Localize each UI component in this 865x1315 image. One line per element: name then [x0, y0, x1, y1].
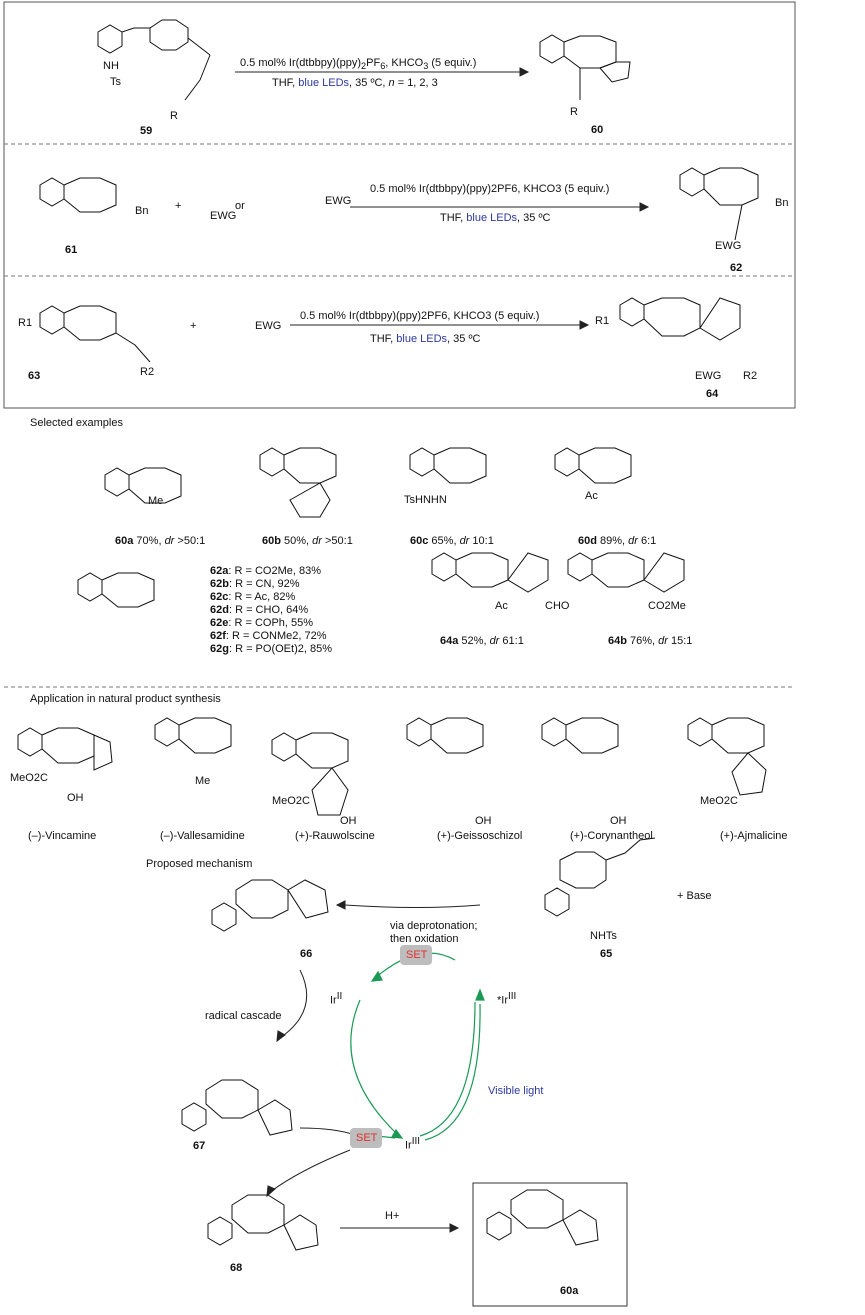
scheme2-conditions: THF, blue LEDs, 35 ºC [440, 212, 551, 224]
natural-heading: Application in natural product synthesis [30, 693, 221, 705]
tshnhn-60c: TsHNHN [404, 494, 447, 506]
oh-vincamine: OH [67, 792, 84, 804]
compound-61-label: 61 [65, 244, 78, 256]
set-label-2: SET [356, 1132, 378, 1144]
list-item: 62b: R = CN, 92% [210, 578, 300, 590]
ac-64a: Ac [495, 600, 508, 612]
np-vincamine: (–)-Vincamine [28, 830, 97, 842]
bn-62: Bn [775, 197, 789, 209]
example-60c: 60c 65%, dr 10:1 [410, 535, 494, 547]
product-60a-box [472, 1182, 628, 1307]
scheme1-conditions: THF, blue LEDs, 35 ºC, n = 1, 2, 3 [272, 77, 438, 89]
np-vallesamidine: (–)-Vallesamidine [160, 830, 245, 842]
r2-64: R2 [743, 370, 758, 382]
nhts-65: NHTs [590, 930, 617, 942]
reaction-box [3, 1, 796, 409]
scheme1-reagents: 0.5 mol% Ir(dtbbpy)(ppy)2PF6, KHCO3 (5 e… [240, 57, 477, 72]
ewg-62: EWG [715, 240, 742, 252]
label-68: 68 [230, 1262, 243, 1274]
ir-iii-excited: *IrIII [497, 991, 517, 1007]
bn-61: Bn [135, 205, 149, 217]
compound-60-label: 60 [591, 124, 604, 136]
label-67: 67 [193, 1140, 206, 1152]
plus-sign-3: + [190, 320, 197, 332]
meo2c-rauwolscine: MeO2C [272, 795, 310, 807]
via-line2: then oxidation [390, 933, 459, 945]
list-62: 62a: R = CO2Me, 83% 62b: R = CN, 92% 62c… [210, 565, 332, 656]
me-vallesamidine: Me [195, 775, 211, 787]
np-corynantheol: (+)-Corynantheol [570, 830, 653, 842]
co2me-64b: CO2Me [648, 600, 686, 612]
r-label: R [170, 110, 178, 122]
set-badge-2 [350, 1128, 382, 1148]
compound-62-label: 62 [730, 262, 743, 274]
list-item: 62f: R = CONMe2, 72% [210, 630, 327, 642]
compound-63-label: 63 [28, 370, 41, 382]
ir-ii: IrII [330, 991, 343, 1007]
ac-60d: Ac [585, 490, 598, 502]
plus-sign: + [175, 200, 182, 212]
mechanism-arrows [266, 900, 481, 1233]
selected-heading: Selected examples [30, 417, 123, 429]
r2-63: R2 [140, 366, 155, 378]
r1-64: R1 [595, 315, 610, 327]
r1-63: R1 [18, 317, 33, 329]
example-64b: 64b 76%, dr 15:1 [608, 635, 693, 647]
compound-64-label: 64 [706, 388, 719, 400]
oh-rauwolscine: OH [340, 815, 357, 827]
h-plus: H+ [385, 1210, 400, 1222]
cho-64a: CHO [545, 600, 570, 612]
example-60d: 60d 89%, dr 6:1 [578, 535, 657, 547]
label-60a-boxed: 60a [560, 1285, 579, 1297]
ir-iii: IrIII [405, 1136, 421, 1152]
nh-label: NH [103, 60, 119, 72]
compound-59-label: 59 [140, 125, 153, 137]
meo2c-vincamine: MeO2C [10, 772, 48, 784]
ewg-alkyne: EWG [325, 195, 352, 207]
radical-cascade: radical cascade [205, 1010, 282, 1022]
catalytic-cycle [349, 952, 485, 1141]
reaction-arrows [235, 67, 650, 330]
via-line1: via deprotonation; [390, 920, 478, 932]
oh-geissoschizol: OH [475, 815, 492, 827]
example-60a: 60a 70%, dr >50:1 [115, 535, 206, 547]
label-66: 66 [300, 948, 313, 960]
or-text: or [235, 200, 245, 212]
ewg-64: EWG [695, 370, 722, 382]
ewg-alkene: EWG [210, 210, 237, 222]
np-rauwolscine: (+)-Rauwolscine [295, 830, 375, 842]
list-item: 62g: R = PO(OEt)2, 85% [210, 643, 332, 655]
meo2c-ajmalicine: MeO2C [700, 795, 738, 807]
example-60b: 60b 50%, dr >50:1 [262, 535, 353, 547]
base-text: + Base [677, 890, 712, 902]
me-60a: Me [148, 495, 164, 507]
oh-corynantheol: OH [610, 815, 627, 827]
list-item: 62d: R = CHO, 64% [210, 604, 309, 616]
np-geissoschizol: (+)-Geissoschizol [437, 830, 523, 842]
np-ajmalicine: (+)-Ajmalicine [720, 830, 788, 842]
molecules [17, 19, 767, 1251]
visible-light: Visible light [488, 1085, 544, 1097]
list-item: 62c: R = Ac, 82% [210, 591, 296, 603]
example-64a: 64a 52%, dr 61:1 [440, 635, 524, 647]
scheme3-conditions: THF, blue LEDs, 35 ºC [370, 333, 481, 345]
scheme2-reagents: 0.5 mol% Ir(dtbbpy)(ppy)2PF6, KHCO3 (5 e… [370, 183, 610, 195]
set-badge-1 [400, 945, 432, 965]
ewg-3: EWG [255, 320, 282, 332]
list-item: 62e: R = COPh, 55% [210, 617, 314, 629]
scheme3-reagents: 0.5 mol% Ir(dtbbpy)(ppy)2PF6, KHCO3 (5 e… [300, 310, 540, 322]
ts-label: Ts [110, 76, 121, 88]
mechanism-heading: Proposed mechanism [146, 858, 253, 870]
label-65: 65 [600, 948, 613, 960]
r-label-60: R [570, 106, 578, 118]
list-item: 62a: R = CO2Me, 83% [210, 565, 321, 577]
set-label-1: SET [406, 949, 428, 961]
